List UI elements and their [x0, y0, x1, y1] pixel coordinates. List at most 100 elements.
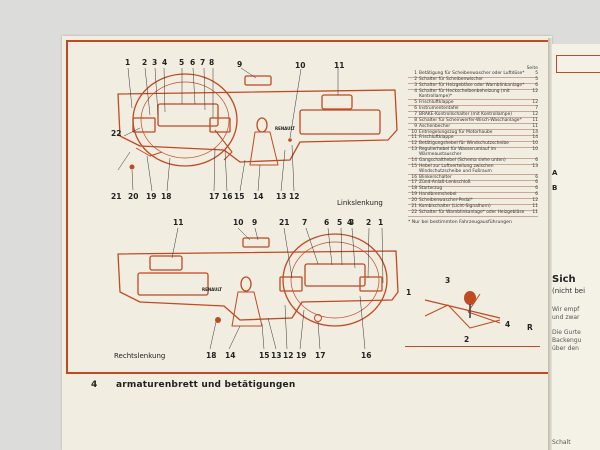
callout-number: 12 — [283, 351, 294, 360]
left-rule — [66, 40, 68, 372]
callout-number: 15 — [259, 351, 270, 360]
callout-number: 20 — [128, 192, 139, 201]
legend-item-number: 13 — [411, 147, 417, 153]
callout-number: 11 — [173, 218, 184, 227]
page-title: armaturenbrett und betätigungen — [116, 380, 296, 390]
legend-item-text: Kombischalter (Licht-Signalhorn) — [419, 204, 491, 210]
legend-item-text: Hebel zur Luftverteilung zwischen Windsc… — [419, 163, 494, 174]
legend-item-page: 11 — [532, 123, 538, 129]
callout-number: 16 — [222, 192, 233, 201]
legend-item-text: Schalter für Warnblinkanlage* oder Heizg… — [419, 210, 525, 216]
top-renault-badge: RENAULT — [275, 126, 295, 131]
legend-item-page: 13 — [532, 163, 538, 169]
legend-item-page: 7 — [535, 105, 538, 111]
legend-item-page: 11 — [532, 204, 538, 210]
legend-item-text: Aschenbecher — [419, 123, 451, 129]
bottom-ignition — [314, 314, 322, 322]
page-spine — [548, 38, 552, 450]
legend-item-page: 6 — [535, 83, 538, 89]
bottom-rule — [66, 372, 548, 374]
legend-item-page: 10 — [532, 147, 538, 153]
callout-number: 5 — [337, 218, 343, 227]
callout-number: 10 — [233, 218, 244, 227]
gear-schema-baseline — [405, 346, 540, 347]
legend-item-text: Schalter für Heizgebläse oder Warnblinka… — [419, 83, 525, 89]
legend-item-text: Frischluftklappe — [419, 99, 454, 105]
legend-item-text: Entriegelungszug für Motorhaube — [419, 129, 493, 135]
callout-number: 13 — [271, 351, 282, 360]
legend-item-number: 9 — [414, 123, 417, 129]
top-glovebox — [299, 109, 381, 135]
top-hood-release — [288, 138, 292, 142]
bottom-instrument-cluster — [304, 263, 366, 287]
legend-item-page: 6 — [535, 186, 538, 192]
callout-number: 17 — [209, 192, 220, 201]
top-washer-pedal — [129, 164, 135, 170]
legend-item-page: 12 — [532, 99, 538, 105]
legend-item-number: 10 — [411, 129, 417, 135]
right-page-line: Wir empf — [552, 306, 580, 313]
legend-item-page: 6 — [535, 192, 538, 198]
callout-number: 9 — [237, 60, 243, 69]
legend-item-text: Gangschalthebel (Schema siehe unten) — [419, 157, 506, 163]
page-number: 4 — [91, 380, 98, 390]
callout-number: 21 — [111, 192, 122, 201]
callout-number: 12 — [289, 192, 300, 201]
right-facing-page: A B Sich (nicht bei Wir empf und zwar Di… — [552, 44, 600, 450]
legend-item-number: 1 — [414, 71, 417, 77]
legend-item-number: 11 — [411, 135, 417, 141]
callout-number: 7 — [200, 58, 206, 67]
right-page-line: Die Gurte — [552, 329, 581, 336]
right-page-heading: Sich — [552, 274, 576, 285]
top-gear-knob — [256, 117, 268, 133]
callout-number: 19 — [146, 192, 157, 201]
legend-item-number: 20 — [411, 198, 417, 204]
gear-label-4: 4 — [505, 320, 511, 329]
callout-number: 9 — [252, 218, 258, 227]
callout-number: 13 — [276, 192, 287, 201]
top-rule — [66, 40, 548, 42]
callout-number: 21 — [279, 218, 290, 227]
callout-number: 18 — [161, 192, 172, 201]
callout-number: 17 — [315, 351, 326, 360]
bottom-glovebox — [137, 272, 209, 296]
legend-item-text: Betätigung für Scheibenwascher oder Luft… — [419, 71, 525, 77]
legend-header: Seite — [526, 66, 538, 71]
bottom-diagram-caption: Rechtslenkung — [114, 352, 166, 360]
legend-item-page: 11 — [532, 210, 538, 216]
callout-number: 11 — [334, 61, 345, 70]
callout-number: 6 — [190, 58, 196, 67]
callout-number: 3 — [152, 58, 158, 67]
top-steering-wheel — [132, 73, 238, 167]
legend-item-number: 6 — [414, 105, 417, 111]
legend-item-page: 14 — [532, 129, 538, 135]
bottom-dashboard-outline — [117, 250, 399, 321]
right-page-line: Backengu — [552, 337, 582, 344]
legend-note: * Nur bei bestimmten Fahrzeugausführunge… — [408, 220, 512, 226]
legend-item-page: 6 — [535, 157, 538, 163]
callout-number: 14 — [253, 192, 264, 201]
legend-item-text: Zünd-Anlaß-Lenkschloß — [419, 180, 471, 186]
legend-item-page: 5 — [535, 71, 538, 77]
gear-label-3: 3 — [445, 276, 451, 285]
legend-item-number: 19 — [411, 192, 417, 198]
legend-item-text: Regulierhebel für Wasserumlauf im Wärmea… — [419, 147, 497, 157]
callout-number: 19 — [296, 351, 307, 360]
